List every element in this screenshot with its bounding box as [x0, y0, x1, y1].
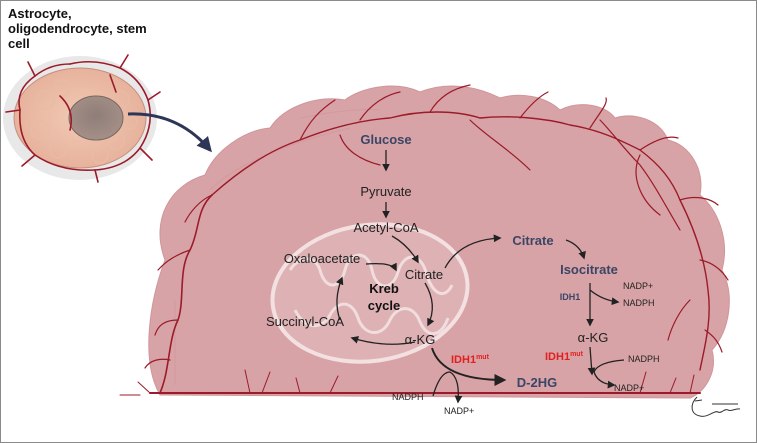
citrate-mito-label: Citrate — [405, 267, 443, 282]
oxaloacetate-label: Oxaloacetate — [284, 251, 361, 266]
idh1-mut-left-label: IDH1mut — [451, 354, 490, 366]
nadp-plus-1-label: NADP+ — [623, 281, 653, 291]
cell-type-line-3: cell — [8, 36, 30, 51]
akg-mito-label: α-KG — [405, 332, 436, 347]
nadp-plus-2-label: NADP+ — [614, 383, 644, 393]
cell-type-line-1: Astrocyte, — [8, 6, 72, 21]
nadp-plus-3-label: NADP+ — [444, 406, 474, 416]
signature-mark — [691, 396, 741, 417]
acetyl-coa-label: Acetyl-CoA — [353, 220, 418, 235]
blood-vessels — [119, 84, 729, 396]
nadph-1-label: NADPH — [623, 298, 655, 308]
nadph-3-label: NADPH — [392, 392, 424, 402]
kreb-cycle-label-1: Kreb — [369, 281, 399, 296]
cell-type-line-2: oligodendrocyte, stem — [8, 21, 147, 36]
kreb-cycle-label-2: cycle — [368, 298, 401, 313]
d2hg-label: D-2HG — [517, 375, 557, 390]
akg-cyto-label: α-KG — [578, 330, 609, 345]
glucose-label: Glucose — [360, 132, 411, 147]
idh1-mut-right-label: IDH1mut — [545, 351, 584, 363]
idh1-label: IDH1 — [560, 292, 581, 302]
pathway-arrows — [336, 150, 625, 404]
zoom-arrow — [127, 112, 212, 153]
tumor-cell-illustration — [3, 54, 161, 183]
cell-type-label: Astrocyte, oligodendrocyte, stem cell — [8, 6, 147, 51]
pyruvate-label: Pyruvate — [360, 184, 411, 199]
succinyl-coa-label: Succinyl-CoA — [266, 314, 344, 329]
nadph-2-label: NADPH — [628, 354, 660, 364]
isocitrate-label: Isocitrate — [560, 262, 618, 277]
citrate-cyto-label: Citrate — [512, 233, 553, 248]
metabolite-labels: Glucose Pyruvate Acetyl-CoA Oxaloacetate… — [266, 132, 660, 416]
